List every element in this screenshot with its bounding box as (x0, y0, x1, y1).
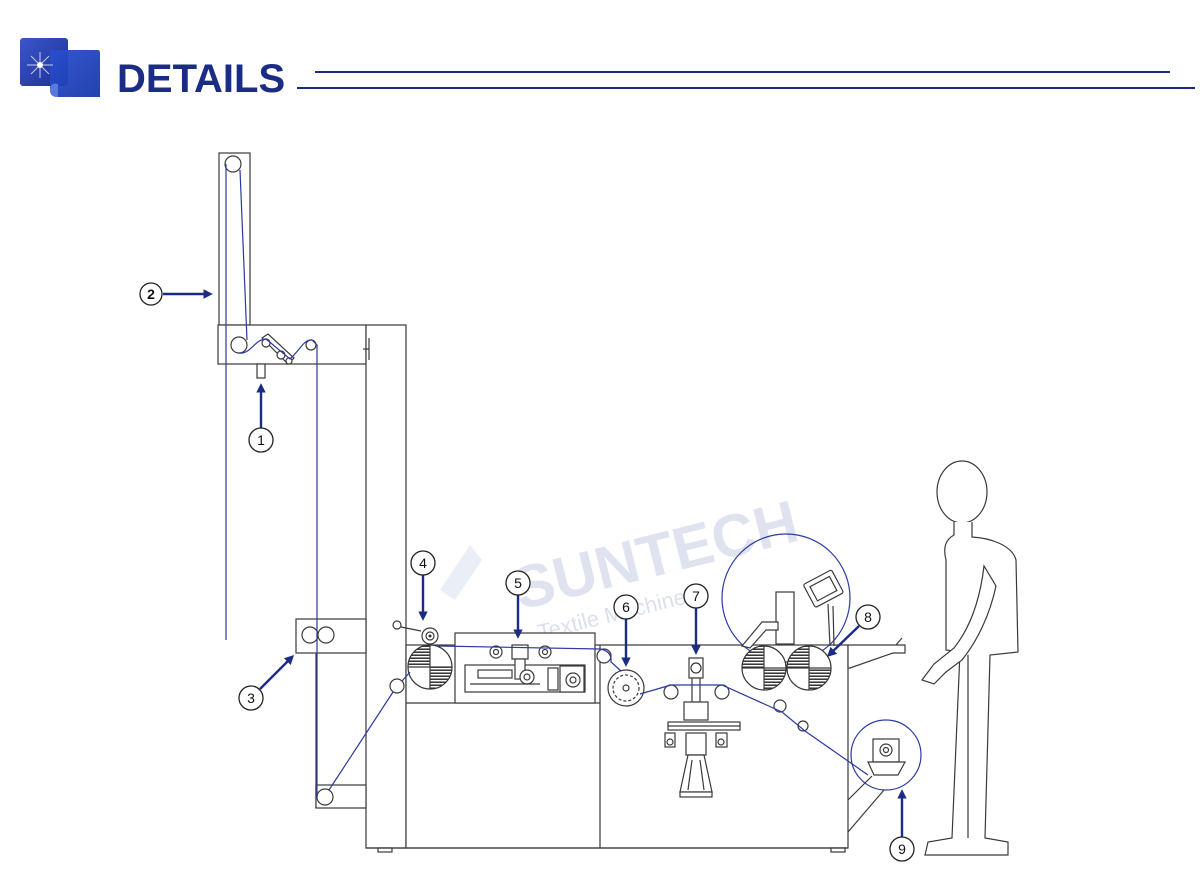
machine-diagram (217, 152, 922, 853)
svg-text:8: 8 (864, 609, 872, 625)
callout-5: 5 (505, 570, 531, 639)
callout-6: 6 (613, 594, 639, 667)
svg-text:1: 1 (257, 432, 265, 448)
header: DETAILS (20, 38, 1195, 101)
entry-drum (389, 620, 453, 694)
outfeed-tray (847, 637, 906, 669)
rewind-roll (850, 719, 922, 791)
svg-text:9: 9 (898, 841, 906, 857)
svg-text:5: 5 (514, 575, 522, 591)
callout-7: 7 (683, 583, 709, 655)
svg-text:4: 4 (419, 555, 427, 571)
main-column (365, 324, 407, 849)
callout-4: 4 (410, 550, 436, 621)
processing-unit-5 (454, 632, 596, 704)
svg-text:2: 2 (147, 286, 155, 302)
unit-8 (721, 533, 851, 732)
unwind-stand (295, 618, 367, 809)
web-path (225, 164, 869, 797)
svg-text:7: 7 (692, 588, 700, 604)
operator-figure (921, 460, 1019, 856)
cutting-unit-7 (663, 657, 741, 798)
callout-8: 8 (826, 604, 881, 658)
top-guide-roller (224, 155, 242, 173)
callouts: 1 2 3 4 5 6 7 (139, 282, 915, 862)
svg-text:6: 6 (622, 599, 630, 615)
callout-9: 9 (889, 789, 915, 862)
page-title: DETAILS (117, 57, 285, 101)
callout-2: 2 (139, 282, 213, 306)
callout-1: 1 (248, 383, 274, 453)
watermark-logo-mark (440, 545, 482, 600)
svg-text:3: 3 (247, 690, 255, 706)
accumulator-loop (721, 533, 851, 663)
watermark: SUNTECH Textile Machinery (440, 487, 805, 645)
rewind-unit-9 (847, 719, 922, 833)
callout-3: 3 (238, 654, 295, 711)
header-logo-icon (20, 38, 100, 97)
